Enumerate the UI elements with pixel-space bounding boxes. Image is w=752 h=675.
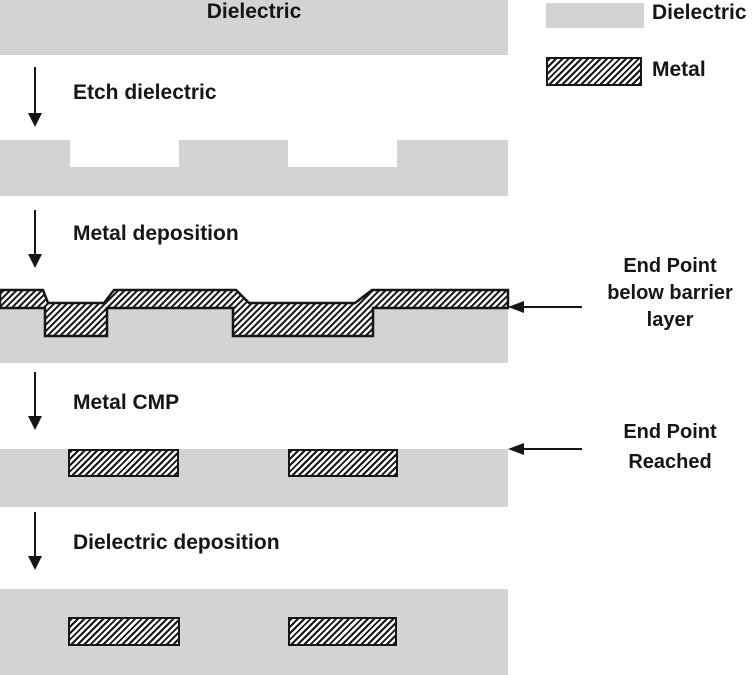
arrow-shaft <box>34 512 36 558</box>
arrow-head-icon <box>508 443 524 455</box>
inlaid-metal-line <box>68 449 179 477</box>
arrow-head-icon <box>28 556 42 570</box>
step-label-metal-cmp: Metal CMP <box>73 391 180 414</box>
metal-deposition-cross-section <box>0 288 510 363</box>
step-label-metal-deposition: Metal deposition <box>73 222 239 245</box>
buried-metal-line <box>68 617 180 646</box>
dielectric-blanket-bar <box>0 0 508 55</box>
step-label-etch-dielectric: Etch dielectric <box>73 81 217 104</box>
legend-label-metal: Metal <box>652 58 706 81</box>
annotation-line: Reached <box>628 451 712 473</box>
step-label-dielectric-deposition: Dielectric deposition <box>73 531 280 554</box>
arrow-head-icon <box>508 301 524 313</box>
left-arrow-endpoint-reached <box>508 443 582 455</box>
arrow-head-icon <box>28 113 42 127</box>
annotation-line: End Point <box>623 255 717 277</box>
etched-dielectric-mesa <box>179 140 288 168</box>
down-arrow-etch <box>28 67 42 127</box>
legend-swatch-dielectric <box>546 3 644 28</box>
left-arrow-endpoint-below-barrier <box>508 301 582 313</box>
dielectric-with-trenches <box>0 308 508 363</box>
etched-dielectric-mesa <box>397 140 508 168</box>
legend-swatch-metal <box>546 57 642 86</box>
arrow-shaft <box>34 67 36 115</box>
arrow-shaft <box>522 306 582 308</box>
annotation-endpoint-reached: End Point Reached <box>588 417 752 477</box>
buried-metal-line <box>288 617 397 646</box>
diagram-title: Dielectric <box>206 0 302 23</box>
arrow-head-icon <box>28 254 42 268</box>
etched-dielectric-mesa <box>0 140 70 168</box>
down-arrow-dielectric-deposition <box>28 512 42 570</box>
inlaid-metal-line <box>288 449 398 477</box>
down-arrow-metal-cmp <box>28 372 42 430</box>
annotation-endpoint-below-barrier: End Point below barrier layer <box>588 253 752 334</box>
annotation-line: layer <box>646 309 694 331</box>
arrow-shaft <box>34 210 36 256</box>
down-arrow-metal-deposition <box>28 210 42 268</box>
legend-label-dielectric: Dielectric <box>652 1 747 24</box>
annotation-line: End Point <box>623 421 717 443</box>
arrow-shaft <box>34 372 36 418</box>
annotation-line: below barrier <box>607 282 733 304</box>
etched-dielectric-base <box>0 167 508 196</box>
arrow-shaft <box>522 448 582 450</box>
arrow-head-icon <box>28 416 42 430</box>
